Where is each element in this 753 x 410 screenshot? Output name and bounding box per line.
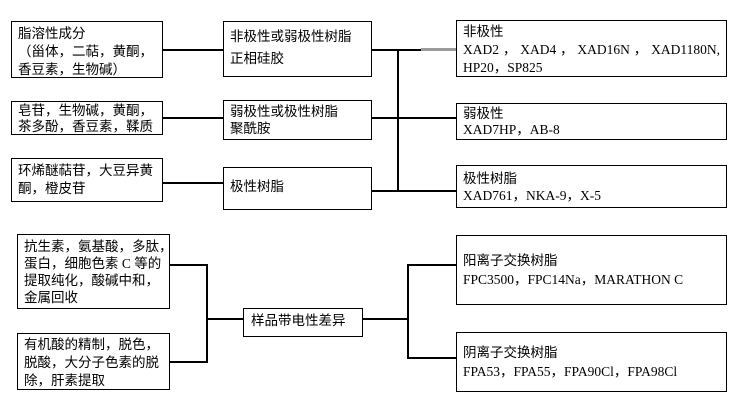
box-text-line: 蛋白，细胞色素 C 等的 [24, 256, 162, 271]
box-text-line: FPC3500，FPC14Na，MARATHON C [463, 272, 684, 287]
box-nonpolar-or-weak-polar-resin: 非极性或弱极性树脂 正相硅胶 [223, 21, 372, 77]
box-text-line: 抗生素，氨基酸，多肽， [24, 239, 170, 254]
connector-bracket-to-cation [408, 264, 456, 266]
box-organic-acid-refining: 有机酸的精制，脱色， 脱酸，大分子色素的脱 除，肝素提取 [17, 333, 170, 390]
box-text-line: XAD7HP，AB-8 [463, 122, 560, 137]
box-text-line: 样品带电性差异 [251, 313, 346, 328]
box-text-line: 金属回收 [24, 290, 78, 305]
box-cation-exchange-resins: 阳离子交换树脂 FPC3500，FPC14Na，MARATHON C [456, 235, 727, 305]
box-text-line: 极性树脂 [463, 171, 517, 186]
connector-trunk-vertical-top [397, 49, 399, 191]
box-text-line: 酮，橙皮苷 [18, 181, 86, 196]
connector-sample-to-bracket [363, 318, 408, 320]
box-text-line: 非极性 [463, 24, 504, 39]
connector-resin-to-polar-products [372, 190, 456, 192]
box-text-line: XAD2，XAD4，XAD16N，XAD1180N, [463, 42, 720, 57]
box-text-line: 除，肝素提取 [24, 373, 105, 388]
box-text-line: （甾体，二萜，黄酮， [18, 44, 153, 59]
box-text-line: 阳离子交换树脂 [463, 253, 558, 268]
box-polar-resin: 极性树脂 [223, 167, 372, 210]
box-text-line: 极性树脂 [230, 179, 284, 194]
box-sample-charge-difference: 样品带电性差异 [243, 308, 363, 337]
box-text-line: 皂苷，生物碱，黄酮， [18, 103, 153, 118]
box-text-line: 弱极性 [463, 106, 504, 121]
box-text-line: 茶多酚，香豆素，鞣质 [18, 119, 153, 134]
box-text-line: 提取纯化，酸碱中和， [24, 273, 159, 288]
box-saponins-alkaloids-flavones: 皂苷，生物碱，黄酮， 茶多酚，香豆素，鞣质 [11, 101, 163, 135]
connector-iridoid-to-polar-resin [163, 182, 223, 184]
box-text-line: 脱酸，大分子色素的脱 [24, 355, 159, 370]
box-iridoid-glycosides: 环烯醚萜苷，大豆异黄 酮，橙皮苷 [11, 158, 163, 202]
box-text-line: 香豆素，生物碱） [18, 62, 126, 77]
box-antibiotics-amino-acids-purification: 抗生素，氨基酸，多肽， 蛋白，细胞色素 C 等的 提取纯化，酸碱中和， 金属回收 [17, 234, 170, 309]
connector-resin-to-nonpolar-products [372, 49, 456, 51]
box-nonpolar-resins: 非极性 XAD2，XAD4，XAD16N，XAD1180N, HP20，SP82… [456, 20, 727, 77]
connector-resin-to-weakpolar-products [372, 117, 456, 119]
box-text-line: 有机酸的精制，脱色， [24, 337, 159, 352]
box-text-line: 非极性或弱极性树脂 [230, 29, 352, 44]
box-text-line: 脂溶性成分 [18, 26, 86, 41]
box-text-line: FPA53，FPA55，FPA90Cl，FPA98Cl [463, 364, 678, 379]
connector-bracket-vertical-left [206, 264, 208, 363]
connector-faded-segment [421, 48, 456, 51]
box-text-line: XAD761，NKA-9，X-5 [463, 188, 601, 203]
connector-bracket-to-anion [408, 357, 456, 359]
connector-bracket-vertical-right [407, 264, 409, 359]
box-text-line: HP20，SP825 [463, 60, 543, 75]
box-polar-resins: 极性树脂 XAD761，NKA-9，X-5 [456, 165, 727, 208]
box-weak-polar-or-polar-resin: 弱极性或极性树脂 聚酰胺 [223, 100, 372, 140]
connector-saponins-to-weakpolar-resin [163, 117, 223, 119]
box-text-line: 正相硅胶 [230, 51, 284, 66]
connector-organicacid-to-bracket [170, 361, 207, 363]
connector-antibiotics-to-bracket [170, 264, 207, 266]
box-text-line: 聚酰胺 [230, 121, 271, 136]
box-text-line: 弱极性或极性树脂 [230, 104, 338, 119]
connector-lipid-to-nonpolar-resin [163, 49, 223, 51]
box-text-line: 阴离子交换树脂 [463, 345, 558, 360]
box-anion-exchange-resins: 阴离子交换树脂 FPA53，FPA55，FPA90Cl，FPA98Cl [456, 332, 727, 392]
box-weak-polar-resins: 弱极性 XAD7HP，AB-8 [456, 103, 727, 140]
box-text-line: 环烯醚萜苷，大豆异黄 [18, 163, 153, 178]
connector-bracket-to-sample [207, 318, 243, 320]
box-lipid-soluble-components: 脂溶性成分 （甾体，二萜，黄酮， 香豆素，生物碱） [11, 21, 163, 78]
